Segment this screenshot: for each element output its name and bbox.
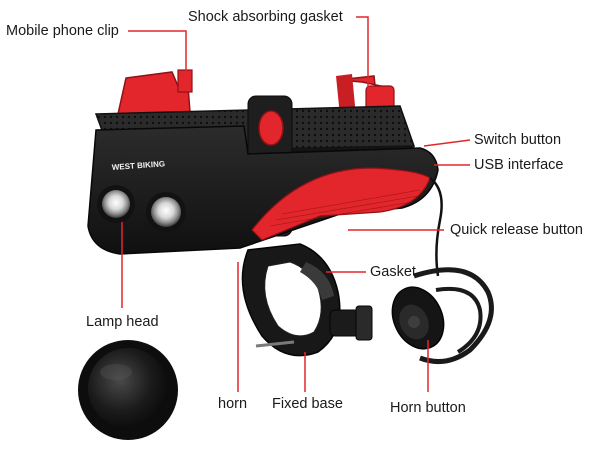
horn-button-device [391,267,494,365]
label-horn-button: Horn button [390,400,466,416]
callout-line-shock-gasket [356,16,369,88]
callout-line-switch [423,139,471,147]
label-gasket: Gasket [370,264,416,280]
usb-cable [429,177,443,277]
label-horn: horn [218,396,248,412]
label-fixed-base: Fixed base [272,396,343,412]
label-shock-absorbing-gasket: Shock absorbing gasket [188,9,343,25]
label-switch-button: Switch button [474,132,562,148]
callout-lines [121,16,471,392]
lamp-lenses [97,185,186,232]
handlebar-clamp [241,243,373,357]
callout-line-phone-clip [128,30,187,72]
label-mobile-phone-clip: Mobile phone clip [6,23,119,39]
shock-gasket-shape [258,110,284,146]
label-lamp-head: Lamp head [86,314,159,330]
brand-logo: WEST BIKING [112,159,166,172]
horn-device [78,340,178,440]
phone-clip-left [117,69,193,115]
label-quick-release-button: Quick release button [450,222,583,238]
label-usb-interface: USB interface [474,157,564,173]
